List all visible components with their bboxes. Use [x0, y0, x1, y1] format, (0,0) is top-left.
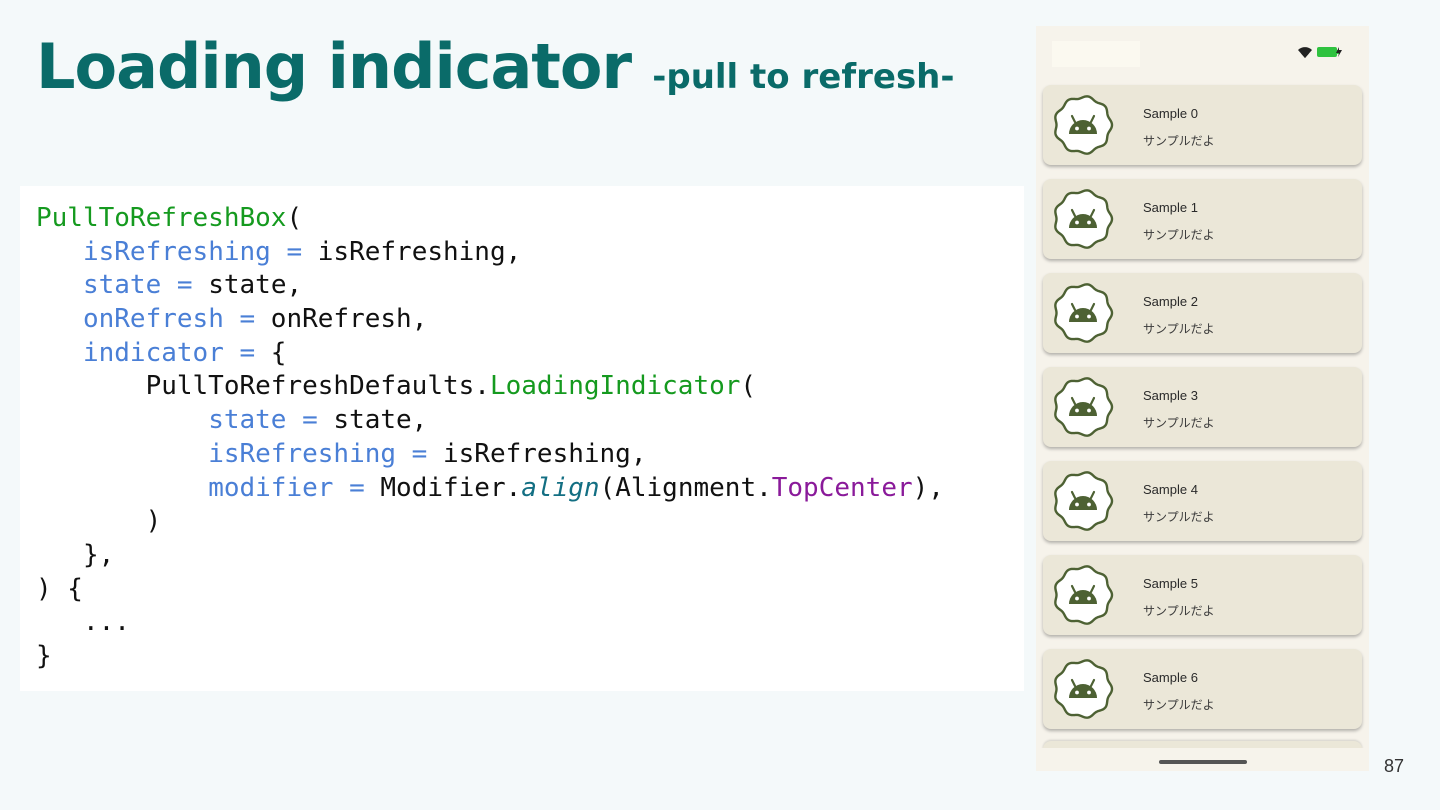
code-token-plain: },: [36, 539, 115, 570]
list-item[interactable]: Sample 5 サンプルだよ: [1043, 555, 1362, 635]
code-line: PullToRefreshBox(: [36, 202, 1024, 236]
list-item-title: Sample 3: [1143, 388, 1198, 403]
code-token-plain: [36, 473, 208, 503]
list-item-subtitle: サンプルだよ: [1143, 134, 1215, 148]
code-token-extension: align: [521, 472, 600, 503]
code-line: isRefreshing = isRefreshing,: [36, 236, 1024, 270]
code-token-plain: (: [286, 203, 303, 233]
code-token-plain: state,: [317, 405, 428, 436]
code-token-parameter: state =: [82, 270, 193, 301]
code-token-parameter: state =: [208, 405, 318, 436]
list-item-subtitle: サンプルだよ: [1143, 416, 1215, 430]
code-token-plain: onRefresh,: [255, 304, 428, 335]
code-line: ): [36, 505, 1024, 539]
code-token-plain: ),: [912, 472, 944, 503]
android-icon: [1052, 376, 1114, 438]
code-line: isRefreshing = isRefreshing,: [36, 438, 1024, 472]
code-line: ...: [36, 606, 1024, 640]
list-item-title: Sample 5: [1143, 576, 1198, 591]
android-icon: [1052, 188, 1114, 250]
code-token-plain: (Alignment.: [599, 472, 772, 503]
code-line: ) {: [36, 573, 1024, 607]
android-icon: [1052, 470, 1114, 532]
code-token-plain: [36, 405, 208, 435]
list-item-title: Sample 0: [1143, 106, 1198, 121]
list-item[interactable]: Sample 6 サンプルだよ: [1043, 649, 1362, 729]
list-item-subtitle: サンプルだよ: [1143, 604, 1215, 618]
code-token-plain: [36, 270, 83, 300]
code-token-plain: [36, 338, 83, 368]
code-token-plain: ...: [36, 607, 130, 638]
code-token-function: LoadingIndicator: [489, 371, 741, 402]
battery-charging-icon: [1317, 47, 1342, 57]
code-token-parameter: indicator =: [82, 337, 256, 368]
code-line: state = state,: [36, 269, 1024, 303]
code-token-plain: (: [740, 371, 757, 402]
android-icon: [1052, 564, 1114, 626]
slide-title: Loading indicator -pull to refresh-: [36, 36, 955, 98]
code-block: PullToRefreshBox( isRefreshing = isRefre…: [20, 186, 1024, 691]
code-line: modifier = Modifier.align(Alignment.TopC…: [36, 472, 1024, 506]
list-item[interactable]: Sample 4 サンプルだよ: [1043, 461, 1362, 541]
list-item-subtitle: サンプルだよ: [1143, 322, 1215, 336]
page-number: 87: [1384, 756, 1405, 776]
code-token-plain: ): [36, 506, 162, 537]
code-line: }: [36, 640, 1024, 674]
list-item-subtitle: サンプルだよ: [1143, 510, 1215, 524]
code-token-plain: [36, 237, 83, 267]
list-item[interactable]: Sample 0 サンプルだよ: [1043, 85, 1362, 165]
list-item-title: Sample 2: [1143, 294, 1198, 309]
sample-list[interactable]: Sample 0 サンプルだよ Sample 1 サンプルだよ Sample 2 サンプル…: [1043, 85, 1362, 743]
code-token-plain: [36, 304, 83, 334]
code-line: onRefresh = onRefresh,: [36, 303, 1024, 337]
list-item[interactable]: Sample 1 サンプルだよ: [1043, 179, 1362, 259]
code-line: },: [36, 539, 1024, 573]
code-token-parameter: onRefresh =: [82, 304, 256, 335]
slide-title-main: Loading indicator: [36, 30, 632, 103]
list-item-subtitle: サンプルだよ: [1143, 698, 1215, 712]
android-icon: [1052, 94, 1114, 156]
status-bar-left-area: [1052, 41, 1140, 67]
code-token-plain: isRefreshing,: [427, 438, 647, 469]
code-token-plain: [36, 439, 208, 469]
code-line: PullToRefreshDefaults.LoadingIndicator(: [36, 370, 1024, 404]
code-line: indicator = {: [36, 337, 1024, 371]
code-token-plain: ) {: [36, 573, 83, 604]
code-token-plain: Modifier.: [364, 472, 522, 503]
slide-subtitle: -pull to refresh-: [652, 57, 955, 97]
code-token-function: PullToRefreshBox: [36, 203, 287, 233]
code-token-plain: isRefreshing,: [302, 236, 522, 267]
list-item-title: Sample 6: [1143, 670, 1198, 685]
list-item-title: Sample 1: [1143, 200, 1198, 215]
status-bar: [1036, 26, 1369, 82]
code-token-parameter: isRefreshing =: [82, 236, 303, 267]
phone-screenshot: Sample 0 サンプルだよ Sample 1 サンプルだよ Sample 2 サンプル…: [1036, 26, 1369, 771]
code-token-plain: state,: [192, 270, 303, 301]
code-token-plain: }: [36, 640, 52, 671]
list-item[interactable]: Sample 3 サンプルだよ: [1043, 367, 1362, 447]
android-icon: [1052, 282, 1114, 344]
android-icon: [1052, 658, 1114, 720]
navigation-bar: [1036, 748, 1369, 771]
code-line: state = state,: [36, 404, 1024, 438]
code-token-constant: TopCenter: [771, 472, 913, 503]
code-token-parameter: modifier =: [208, 472, 365, 503]
wifi-icon: [1298, 47, 1312, 58]
gesture-handle[interactable]: [1159, 760, 1247, 764]
code-token-parameter: isRefreshing =: [208, 438, 428, 469]
code-token-plain: {: [255, 337, 287, 368]
code-token-plain: PullToRefreshDefaults.: [36, 371, 490, 402]
list-item-title: Sample 4: [1143, 482, 1198, 497]
list-item-subtitle: サンプルだよ: [1143, 228, 1215, 242]
list-item[interactable]: Sample 2 サンプルだよ: [1043, 273, 1362, 353]
